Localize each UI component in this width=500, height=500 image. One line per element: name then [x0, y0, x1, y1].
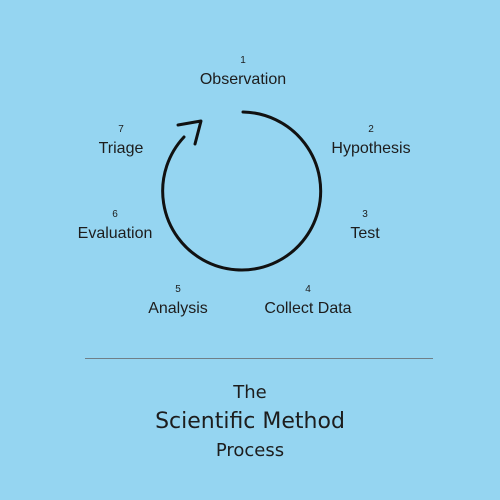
- step-analysis: 5 Analysis: [108, 284, 248, 318]
- step-observation: 1 Observation: [173, 55, 313, 89]
- step-number: 6: [112, 209, 118, 220]
- title-line-2: Scientific Method: [155, 409, 345, 434]
- title-line-3: Process: [215, 440, 285, 461]
- step-label: Hypothesis: [331, 140, 411, 157]
- step-label: Triage: [98, 140, 144, 157]
- diagram-title: The Scientific Method Process: [0, 380, 500, 464]
- step-label: Observation: [199, 71, 287, 88]
- step-hypothesis: 2 Hypothesis: [301, 124, 441, 158]
- cycle-arrow-path: [161, 110, 323, 272]
- step-number: 1: [240, 55, 246, 66]
- step-number: 2: [368, 124, 374, 135]
- step-number: 5: [175, 284, 181, 295]
- step-evaluation: 6 Evaluation: [45, 209, 185, 243]
- step-label: Evaluation: [77, 225, 153, 242]
- circular-arrow-icon: [176, 119, 203, 146]
- step-label: Test: [350, 225, 380, 242]
- step-triage: 7 Triage: [51, 124, 191, 158]
- step-collect-data: 4 Collect Data: [238, 284, 378, 318]
- step-number: 4: [305, 284, 311, 295]
- step-test: 3 Test: [295, 209, 435, 243]
- divider-line: [85, 358, 433, 359]
- step-number: 7: [118, 124, 124, 135]
- step-label: Collect Data: [264, 300, 352, 317]
- title-line-1: The: [233, 382, 267, 403]
- step-number: 3: [362, 209, 368, 220]
- step-label: Analysis: [148, 300, 208, 317]
